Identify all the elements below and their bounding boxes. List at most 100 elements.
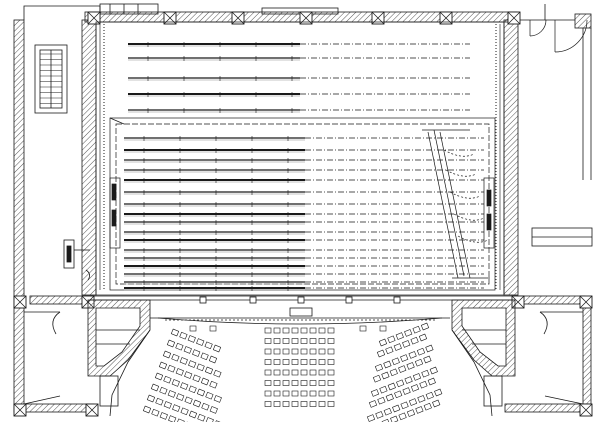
seat-icon (383, 407, 392, 416)
batten (124, 212, 484, 217)
seat-icon (406, 409, 416, 417)
batten (128, 92, 470, 97)
seat-icon (379, 325, 387, 332)
seat-icon (309, 348, 317, 355)
seat-icon (282, 338, 290, 344)
batten (124, 230, 484, 235)
seat-icon (273, 359, 281, 365)
seat-icon (402, 340, 411, 348)
right-equipment (531, 227, 593, 247)
seat-icon (291, 380, 299, 386)
seat-icon (300, 327, 308, 334)
seat-icon (366, 414, 376, 422)
seat-icon (414, 358, 424, 367)
seat-icon (291, 369, 299, 376)
seat-icon (205, 391, 214, 400)
floor-box (345, 296, 353, 304)
batten (124, 248, 484, 253)
seat-icon (415, 406, 424, 414)
seat-icon (175, 368, 184, 376)
auditorium-seats (142, 322, 443, 422)
seat-icon (398, 365, 407, 373)
seat-icon (192, 349, 201, 357)
batten (124, 238, 484, 243)
seat-icon (171, 379, 180, 387)
seat-icon (291, 390, 299, 397)
seat-icon (400, 354, 409, 362)
seat-icon (391, 357, 400, 366)
seat-icon (197, 413, 206, 422)
seat-icon (327, 380, 335, 386)
apron (150, 307, 450, 325)
seat-icon (204, 366, 214, 375)
seat-icon (385, 393, 394, 402)
floor-boxes (199, 296, 401, 304)
seat-icon (395, 332, 404, 340)
seat-icon (300, 390, 308, 397)
seat-icon (282, 348, 290, 355)
seat-icon (300, 338, 308, 344)
batten (128, 76, 470, 81)
seat-icon (381, 371, 390, 380)
seat-icon (420, 322, 430, 331)
seat-icon (327, 359, 335, 365)
seat-icon (300, 369, 308, 376)
seat-icon (166, 339, 176, 348)
seat-icon (209, 380, 218, 389)
seat-icon (188, 385, 197, 394)
seat-icon (150, 383, 160, 392)
seat-icon (309, 338, 317, 344)
batten (124, 272, 484, 277)
seat-icon (412, 373, 422, 381)
seat-icon (398, 412, 407, 421)
seat-icon (170, 328, 180, 337)
batten (128, 108, 470, 113)
batten (124, 158, 484, 163)
seat-icon (264, 338, 272, 344)
seat-icon (183, 346, 192, 354)
seat-icon (205, 417, 214, 422)
seat-icon (172, 404, 181, 412)
batten (128, 42, 470, 47)
seat-icon (370, 389, 380, 397)
left-flank (87, 299, 151, 407)
seat-icon (192, 399, 202, 408)
floor-box (393, 296, 401, 304)
seat-icon (429, 366, 438, 375)
batten (124, 178, 484, 183)
seat-icon (410, 384, 420, 392)
seat-icon (162, 350, 172, 359)
seat-icon (416, 347, 426, 356)
seat-icon (192, 374, 201, 383)
right-flank (451, 299, 516, 407)
seat-icon (318, 327, 326, 334)
seat-icon (282, 401, 290, 407)
seat-icon (291, 359, 299, 365)
seat-icon (419, 380, 428, 389)
seat-icon (402, 387, 411, 395)
seat-icon (327, 390, 335, 397)
seat-icon (209, 406, 218, 414)
seat-icon (282, 369, 290, 376)
seat-icon (408, 351, 417, 359)
seat-icon (318, 380, 326, 386)
diagonal-truss (422, 129, 490, 279)
seat-icon (434, 388, 443, 397)
seat-icon (264, 348, 272, 355)
seat-icon (400, 401, 409, 410)
right-outer-wall (582, 299, 592, 413)
seat-icon (327, 401, 335, 407)
seat-icon (273, 369, 281, 376)
seat-icon (212, 344, 222, 353)
seat-icon (425, 344, 434, 353)
seat-icon (309, 401, 317, 407)
seat-icon (171, 353, 180, 362)
seat-icon (264, 359, 272, 365)
seat-icon (184, 396, 193, 405)
seat-icon (179, 357, 188, 365)
seat-icon (327, 369, 335, 376)
seat-icon (264, 401, 272, 407)
floor-box (297, 296, 305, 304)
seat-icon (175, 342, 184, 351)
